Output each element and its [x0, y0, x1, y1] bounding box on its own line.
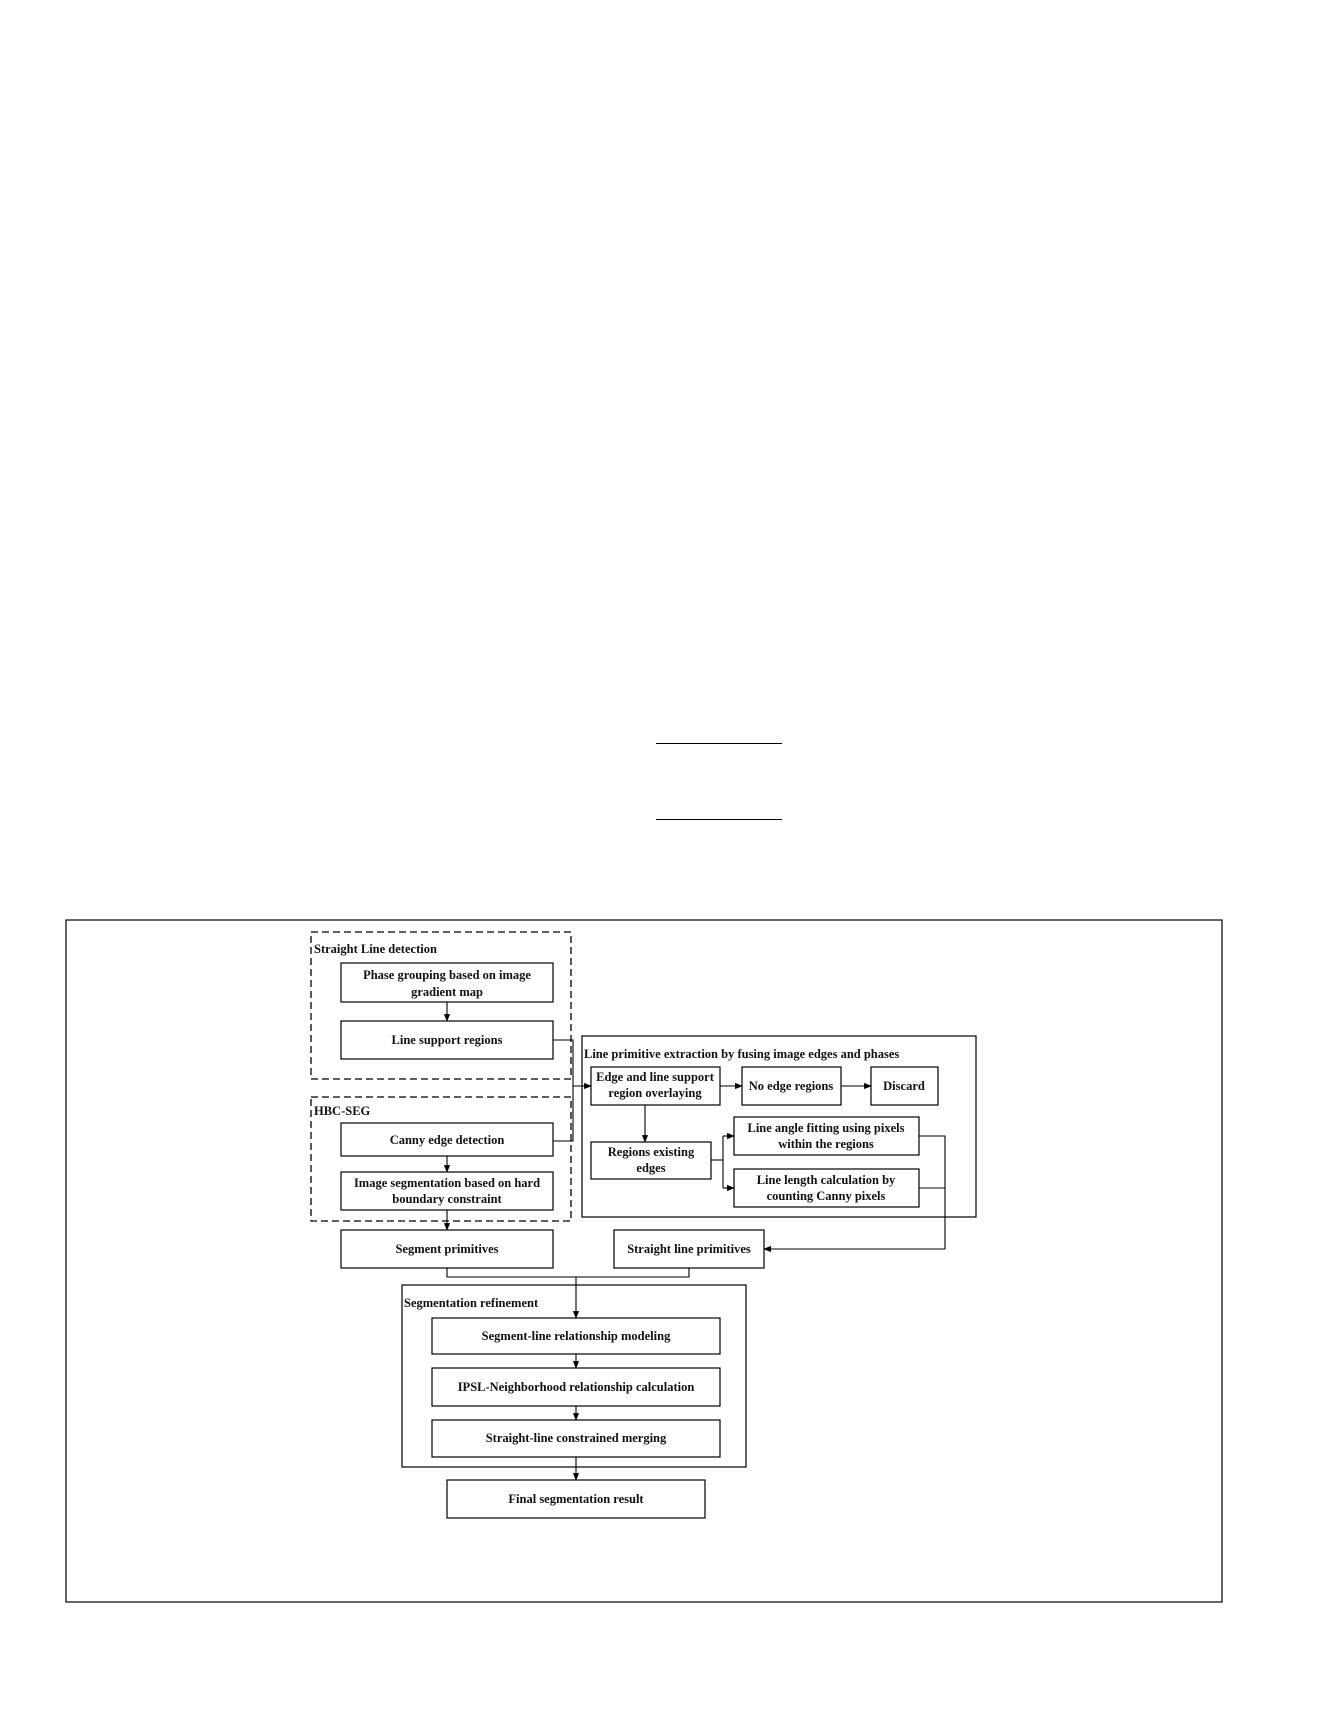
- node-final-result-label: Final segmentation result: [508, 1492, 644, 1506]
- node-regions-existing-edges: Regions existing edges: [590, 1141, 712, 1180]
- node-image-segmentation-line-1: Image segmentation based on hard: [354, 1176, 540, 1190]
- figure-frame: [65, 919, 1223, 1603]
- group-line-primitive-extraction: [581, 1035, 977, 1218]
- node-regions-existing-edges-line-1: Regions existing: [608, 1145, 695, 1159]
- node-phase-grouping: Phase grouping based on image gradient m…: [340, 962, 554, 1003]
- node-line-length-calculation: Line length calculation by counting Cann…: [733, 1168, 920, 1208]
- group-label-straight-line-detection: Straight Line detection: [314, 942, 437, 956]
- node-straight-line-primitives: Straight line primitives: [613, 1229, 765, 1269]
- node-line-length-calculation-line-1: Line length calculation by: [757, 1173, 896, 1187]
- node-straight-line-merging-label: Straight-line constrained merging: [486, 1431, 667, 1445]
- node-image-segmentation-line-2: boundary constraint: [392, 1192, 502, 1206]
- node-phase-grouping-line-1: Phase grouping based on image: [363, 968, 531, 982]
- node-discard: Discard: [870, 1066, 939, 1106]
- node-line-angle-fitting-line-2: within the regions: [778, 1137, 874, 1151]
- connector-angle-out: [919, 1135, 946, 1249]
- node-no-edge-regions-label: No edge regions: [749, 1079, 834, 1093]
- node-straight-line-primitives-label: Straight line primitives: [627, 1242, 751, 1256]
- node-canny-edge-detection-label: Canny edge detection: [390, 1133, 505, 1147]
- node-edge-overlaying-line-2: region overlaying: [608, 1086, 702, 1100]
- node-segment-primitives-label: Segment primitives: [395, 1242, 498, 1256]
- group-straight-line-detection: [310, 931, 572, 1080]
- node-line-support-regions: Line support regions: [340, 1020, 554, 1060]
- node-edge-overlaying: Edge and line support region overlaying: [590, 1066, 721, 1106]
- node-line-length-calculation-line-2: counting Canny pixels: [767, 1189, 886, 1203]
- group-segmentation-refinement: [401, 1284, 747, 1468]
- connector-line-support-to-overlay: [553, 1039, 574, 1086]
- node-edge-overlaying-line-1: Edge and line support: [596, 1070, 715, 1084]
- node-phase-grouping-line-2: gradient map: [411, 985, 483, 999]
- node-ipsl-neighborhood-label: IPSL-Neighborhood relationship calculati…: [458, 1380, 695, 1394]
- node-image-segmentation: Image segmentation based on hard boundar…: [340, 1171, 554, 1211]
- node-line-angle-fitting: Line angle fitting using pixels within t…: [733, 1116, 920, 1156]
- top-rule: [656, 743, 782, 744]
- connector-primitives-merge: [446, 1268, 690, 1278]
- connector-canny-to-overlay: [553, 1086, 574, 1142]
- node-canny-edge-detection: Canny edge detection: [340, 1122, 554, 1157]
- node-segment-line-modeling: Segment-line relationship modeling: [431, 1317, 721, 1355]
- node-ipsl-neighborhood: IPSL-Neighborhood relationship calculati…: [431, 1367, 721, 1407]
- node-final-result: Final segmentation result: [446, 1479, 706, 1519]
- group-label-hbc-seg: HBC-SEG: [314, 1104, 371, 1118]
- node-segment-primitives: Segment primitives: [340, 1229, 554, 1269]
- node-line-angle-fitting-line-1: Line angle fitting using pixels: [748, 1121, 905, 1135]
- group-label-segmentation-refinement: Segmentation refinement: [404, 1296, 539, 1310]
- group-hbc-seg: [310, 1096, 572, 1222]
- bottom-rule: [656, 819, 782, 820]
- node-no-edge-regions: No edge regions: [741, 1066, 842, 1106]
- node-line-support-regions-label: Line support regions: [392, 1033, 503, 1047]
- node-segment-line-modeling-label: Segment-line relationship modeling: [482, 1329, 671, 1343]
- node-straight-line-merging: Straight-line constrained merging: [431, 1419, 721, 1458]
- node-regions-existing-edges-line-2: edges: [636, 1161, 665, 1175]
- group-label-line-primitive-extraction: Line primitive extraction by fusing imag…: [584, 1047, 899, 1061]
- node-discard-label: Discard: [883, 1079, 925, 1093]
